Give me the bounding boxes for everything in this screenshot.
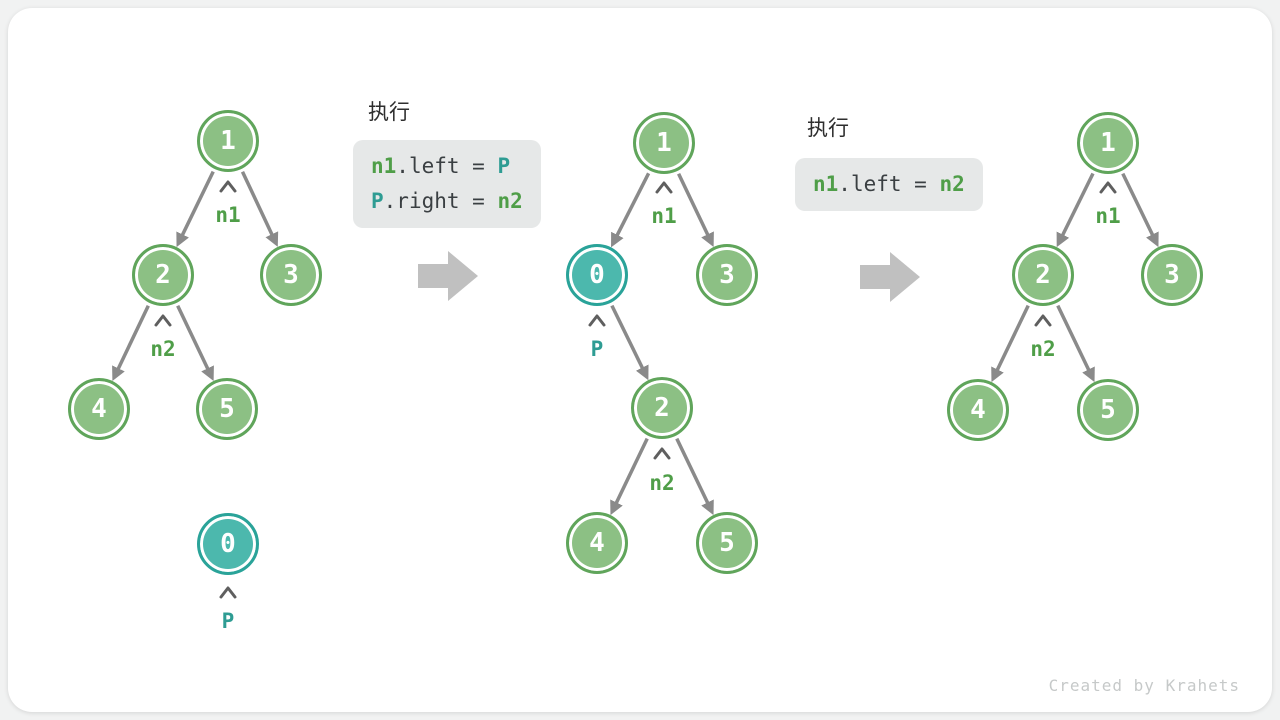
pointer-label-n2: n2 [1030,337,1056,361]
up-caret-icon [588,314,606,327]
code-token: n2 [939,172,965,196]
block-arrow-icon [418,251,478,301]
tree-during-node-3: 3 [696,244,758,306]
tree-after-edges [991,172,1159,383]
edge [1121,172,1159,248]
tree-before-node-3: 3 [260,244,322,306]
up-caret-icon [219,180,237,193]
code-token: P [371,189,384,213]
edge [675,437,714,516]
tree-after-node-2: 2 [1012,244,1074,306]
edge [610,304,649,381]
code-token: n1 [813,172,839,196]
tree-during-node-2: 2 [631,377,693,439]
edge [240,171,279,247]
pointer-label-n1: n1 [1095,204,1121,228]
tree-before-node-5: 5 [196,378,258,440]
tree-during-edges [610,172,714,516]
up-caret-icon [655,181,673,194]
edge [1056,304,1095,383]
tree-before-node-4: 4 [68,378,130,440]
tree-after-node-3: 3 [1141,244,1203,306]
code-token: .right = [383,189,498,213]
watermark: Created by Krahets [1048,676,1240,695]
exec-title: 执行 [368,101,410,124]
edge [611,172,651,248]
edge [176,304,214,382]
up-caret-icon [219,586,237,599]
code-token: n2 [497,189,523,213]
tree-after-node-1: 1 [1077,112,1139,174]
edge [1056,172,1095,248]
edge [176,170,215,248]
code-token: n1 [371,154,397,178]
tree-during-node-5: 5 [696,512,758,574]
tree-before-node-1: 1 [197,110,259,172]
edge [677,172,714,248]
edge [610,437,649,516]
tree-after-node-4: 4 [947,379,1009,441]
pointer-label-n1: n1 [215,203,241,227]
code-token: P [497,154,511,178]
exec-title: 执行 [807,117,849,140]
pointer-label-p: P [221,609,235,633]
block-arrow-icon [860,252,920,302]
code-token: .left = [396,154,498,178]
code-block: n1.left = n2 [795,158,983,211]
tree-after-node-5: 5 [1077,379,1139,441]
tree-before-node-p: 0 [197,513,259,575]
up-caret-icon [1034,314,1052,327]
tree-before-edges [112,170,279,382]
tree-during-node-4: 4 [566,512,628,574]
pointer-label-n2: n2 [649,471,675,495]
pointer-label-n1: n1 [651,204,677,228]
pointer-label-n2: n2 [150,337,176,361]
tree-during-node-1: 1 [633,112,695,174]
edge [112,304,150,382]
pointer-label-p: P [590,337,604,361]
code-token: .left = [838,172,940,196]
up-caret-icon [1099,181,1117,194]
up-caret-icon [154,314,172,327]
tree-before-node-2: 2 [132,244,194,306]
up-caret-icon [653,447,671,460]
tree-during-node-p: 0 [566,244,628,306]
edge [991,304,1030,383]
